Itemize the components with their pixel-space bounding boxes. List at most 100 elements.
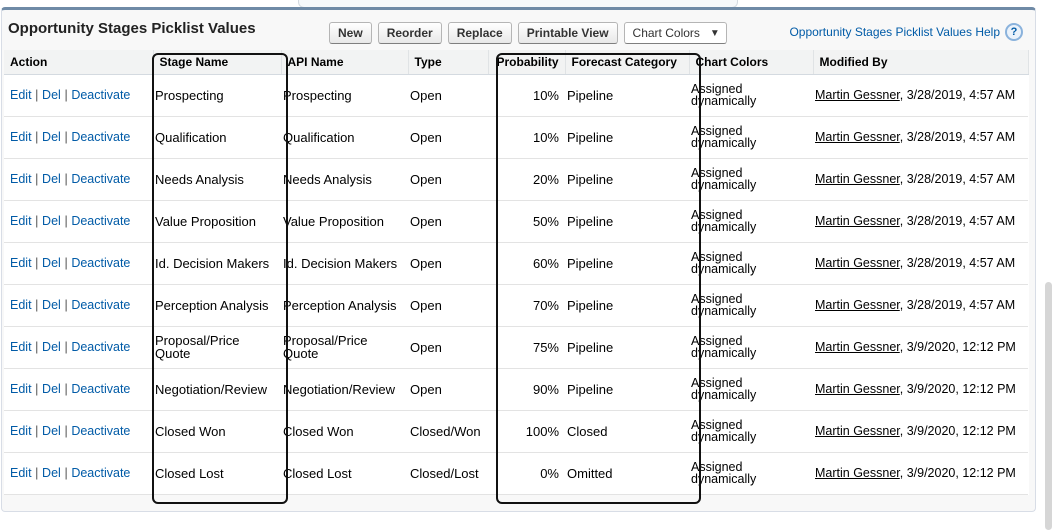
del-link[interactable]: Del: [42, 466, 61, 480]
api-name-cell: Id. Decision Makers: [281, 242, 408, 285]
column-header-forecast-category: Forecast Category: [565, 50, 690, 75]
separator: |: [35, 130, 39, 144]
del-link[interactable]: Del: [42, 340, 61, 354]
type-cell: Open: [408, 326, 488, 369]
api-name-cell: Prospecting: [281, 74, 408, 117]
table-row: Edit | Del | Deactivate Id. Decision Make…: [4, 242, 1028, 285]
separator: |: [35, 424, 39, 438]
deactivate-link[interactable]: Deactivate: [71, 424, 131, 438]
help-link[interactable]: Opportunity Stages Picklist Values Help: [789, 25, 1000, 39]
del-link[interactable]: Del: [42, 130, 61, 144]
edit-link[interactable]: Edit: [10, 214, 32, 228]
separator: |: [35, 382, 39, 396]
user-link[interactable]: Martin Gessner: [815, 256, 900, 270]
del-link[interactable]: Del: [42, 256, 61, 270]
edit-link[interactable]: Edit: [10, 340, 32, 354]
modified-date: , 3/28/2019, 4:57 AM: [899, 88, 1016, 102]
probability-cell: 60%: [488, 242, 565, 285]
help-icon[interactable]: ?: [1005, 23, 1023, 41]
deactivate-link[interactable]: Deactivate: [71, 172, 131, 186]
user-link[interactable]: Martin Gessner: [815, 382, 900, 396]
action-cell: Edit | Del | Deactivate: [4, 242, 153, 285]
page-title: Opportunity Stages Picklist Values: [8, 20, 256, 37]
api-name-cell: Needs Analysis: [281, 158, 408, 201]
edit-link[interactable]: Edit: [10, 88, 32, 102]
edit-link[interactable]: Edit: [10, 130, 32, 144]
replace-button[interactable]: Replace: [447, 22, 512, 44]
del-link[interactable]: Del: [42, 172, 61, 186]
picklist-table: Action Stage Name API Name Type Probabil…: [4, 50, 1029, 495]
stage-name-cell: Value Proposition: [153, 200, 281, 243]
deactivate-link[interactable]: Deactivate: [71, 382, 131, 396]
stage-name-cell: Proposal/Price Quote: [153, 326, 281, 369]
stage-name-cell: Needs Analysis: [153, 158, 281, 201]
api-name-cell: Closed Won: [281, 410, 408, 453]
type-cell: Open: [408, 200, 488, 243]
user-link[interactable]: Martin Gessner: [815, 172, 900, 186]
separator: |: [64, 256, 68, 270]
del-link[interactable]: Del: [42, 382, 61, 396]
chart-colors-cell: Assigned dynamically: [689, 200, 813, 243]
separator: |: [64, 382, 68, 396]
edit-link[interactable]: Edit: [10, 298, 32, 312]
separator: |: [35, 172, 39, 186]
edit-link[interactable]: Edit: [10, 466, 32, 480]
chart-colors-cell: Assigned dynamically: [689, 368, 813, 411]
printable-view-button[interactable]: Printable View: [517, 22, 618, 44]
action-cell: Edit | Del | Deactivate: [4, 158, 153, 201]
column-header-modified-by: Modified By: [813, 50, 1029, 75]
deactivate-link[interactable]: Deactivate: [71, 466, 131, 480]
edit-link[interactable]: Edit: [10, 424, 32, 438]
separator: |: [35, 466, 39, 480]
deactivate-link[interactable]: Deactivate: [71, 88, 131, 102]
chart-colors-cell: Assigned dynamically: [689, 284, 813, 327]
scrollbar-thumb[interactable]: [1045, 282, 1052, 530]
deactivate-link[interactable]: Deactivate: [71, 298, 131, 312]
del-link[interactable]: Del: [42, 214, 61, 228]
deactivate-link[interactable]: Deactivate: [71, 256, 131, 270]
vertical-scrollbar[interactable]: [1041, 0, 1056, 531]
edit-link[interactable]: Edit: [10, 382, 32, 396]
action-cell: Edit | Del | Deactivate: [4, 74, 153, 117]
del-link[interactable]: Del: [42, 298, 61, 312]
modified-date: , 3/28/2019, 4:57 AM: [899, 256, 1016, 270]
probability-cell: 10%: [488, 116, 565, 159]
type-cell: Open: [408, 116, 488, 159]
probability-cell: 0%: [488, 452, 565, 495]
reorder-button[interactable]: Reorder: [377, 22, 442, 44]
modified-by-cell: Martin Gessner, 3/28/2019, 4:57 AM: [813, 200, 1028, 243]
forecast-category-cell: Pipeline: [565, 368, 689, 411]
deactivate-link[interactable]: Deactivate: [71, 130, 131, 144]
user-link[interactable]: Martin Gessner: [815, 88, 900, 102]
user-link[interactable]: Martin Gessner: [815, 298, 900, 312]
chart-colors-cell: Assigned dynamically: [689, 326, 813, 369]
deactivate-link[interactable]: Deactivate: [71, 214, 131, 228]
forecast-category-cell: Closed: [565, 410, 689, 453]
separator: |: [64, 88, 68, 102]
user-link[interactable]: Martin Gessner: [815, 214, 900, 228]
edit-link[interactable]: Edit: [10, 172, 32, 186]
del-link[interactable]: Del: [42, 88, 61, 102]
user-link[interactable]: Martin Gessner: [815, 424, 900, 438]
chart-colors-select[interactable]: Chart Colors ▼: [623, 22, 727, 44]
deactivate-link[interactable]: Deactivate: [71, 340, 131, 354]
del-link[interactable]: Del: [42, 424, 61, 438]
user-link[interactable]: Martin Gessner: [815, 130, 900, 144]
user-link[interactable]: Martin Gessner: [815, 466, 900, 480]
modified-date: , 3/9/2020, 12:12 PM: [899, 340, 1016, 354]
modified-by-cell: Martin Gessner, 3/9/2020, 12:12 PM: [813, 326, 1028, 369]
new-button[interactable]: New: [329, 22, 372, 44]
forecast-category-cell: Pipeline: [565, 242, 689, 285]
edit-link[interactable]: Edit: [10, 256, 32, 270]
column-header-chart-colors: Chart Colors: [689, 50, 814, 75]
action-cell: Edit | Del | Deactivate: [4, 452, 153, 495]
modified-date: , 3/28/2019, 4:57 AM: [899, 172, 1016, 186]
stage-name-cell: Closed Lost: [153, 452, 281, 495]
user-link[interactable]: Martin Gessner: [815, 340, 900, 354]
column-header-api-name: API Name: [281, 50, 409, 75]
separator: |: [35, 298, 39, 312]
action-cell: Edit | Del | Deactivate: [4, 200, 153, 243]
